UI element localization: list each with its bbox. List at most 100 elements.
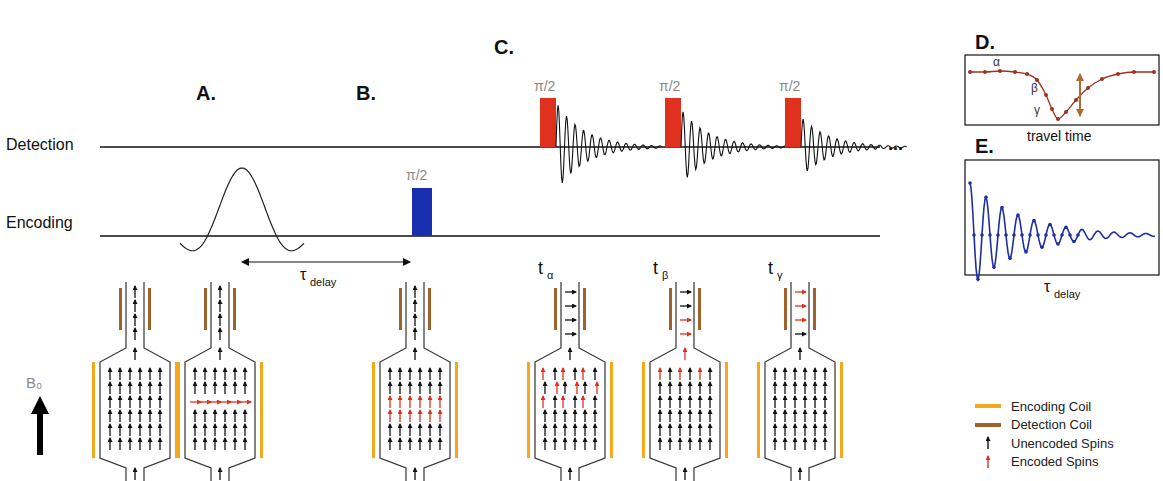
encoded-spin [230,401,241,402]
legend-label: Detection Coil [1011,417,1092,432]
encoded-spin [576,382,577,394]
data-point [996,233,1000,237]
encoded-spin [542,396,543,408]
unencoded-spin [824,410,825,422]
cell-wall [650,282,676,481]
unencoded-spin [784,382,785,394]
unencoded-spin [554,368,555,380]
flow-cell [527,282,613,481]
unencoded-spin [689,410,690,422]
row-label: Encoding [6,214,73,232]
unencoded-spin [409,438,410,450]
unencoded-spin [234,368,235,380]
detection-coil [428,288,431,330]
unencoded-spin [699,424,700,436]
unencoded-spin [389,424,390,436]
unencoded-spin [439,368,440,380]
unencoded-spin [659,424,660,436]
data-point [1056,242,1060,246]
unencoded-spin [689,382,690,394]
unencoded-spin [194,424,195,436]
encoded-spin [439,410,440,422]
unencoded-spin [799,468,800,480]
data-point [972,233,976,237]
unencoded-spin [679,396,680,408]
axis-label: travel time [1027,128,1092,144]
encoded-spin [439,396,440,408]
data-point [1076,233,1080,237]
unencoded-spin [794,438,795,450]
encoded-spin [596,382,597,394]
unencoded-spin [804,382,805,394]
time-subscript: γ [777,269,783,282]
data-point [968,70,972,74]
unencoded-spin [544,382,545,394]
unencoded-spin [119,410,120,422]
detection-coil [698,288,701,330]
unencoded-spin [194,368,195,380]
fid-signal [681,112,787,178]
unencoded-spin [224,382,225,394]
unencoded-spin [814,368,815,380]
unencoded-spin [129,382,130,394]
unencoded-spin [159,438,160,450]
encoded-spin [562,368,563,380]
detection-coil [784,288,787,330]
unencoded-spin [214,382,215,394]
data-point [1064,226,1068,230]
unencoded-spin [709,368,710,380]
data-point [1072,240,1076,244]
unencoded-spin [804,396,805,408]
unencoded-spin [814,410,815,422]
legend-entry: Encoded Spins [975,453,1098,471]
unencoded-spin [594,410,595,422]
unencoded-spin [824,438,825,450]
unencoded-spin [680,305,691,306]
time-subscript: α [547,269,553,282]
unencoded-spin [419,438,420,450]
unencoded-spin [134,468,135,480]
unencoded-spin [119,368,120,380]
unencoded-spin [119,396,120,408]
unencoded-spin [794,410,795,422]
unencoded-spin [224,424,225,436]
unencoded-spin [774,368,775,380]
unencoded-spin [429,438,430,450]
unencoded-spin [824,382,825,394]
field-arrow [37,408,43,455]
unencoded-spin [439,438,440,450]
panel-letter: A. [196,82,216,105]
legend-label: Encoding Coil [1011,399,1091,414]
unencoded-spin [134,328,135,340]
data-point [1008,257,1012,261]
encoded-spin [542,368,543,380]
point-label: β [1031,82,1038,96]
unencoded-spin [709,382,710,394]
unencoded-spin [139,424,140,436]
cell-wall [380,282,406,481]
unencoded-spin [109,368,110,380]
unencoded-spin [409,382,410,394]
unencoded-spin [784,424,785,436]
unencoded-spin [224,410,225,422]
unencoded-spin [414,286,415,298]
unencoded-spin [234,382,235,394]
legend-sample [975,453,1001,471]
unencoded-spin [204,382,205,394]
unencoded-spin [439,382,440,394]
field-label: B₀ [26,374,42,391]
encoding-coil [840,362,843,458]
detection-pulse [540,98,556,147]
unencoded-spin [594,424,595,436]
detection-pulse [665,98,681,147]
unencoded-spin [699,382,700,394]
data-point [984,195,988,199]
unencoded-spin [234,424,235,436]
data-point [983,70,987,74]
unencoded-spin [544,438,545,450]
unencoded-spin [244,438,245,450]
time-symbol: t [653,258,658,279]
axis-subscript: delay [1054,288,1080,301]
unencoded-spin [564,382,565,394]
unencoded-spin [149,396,150,408]
